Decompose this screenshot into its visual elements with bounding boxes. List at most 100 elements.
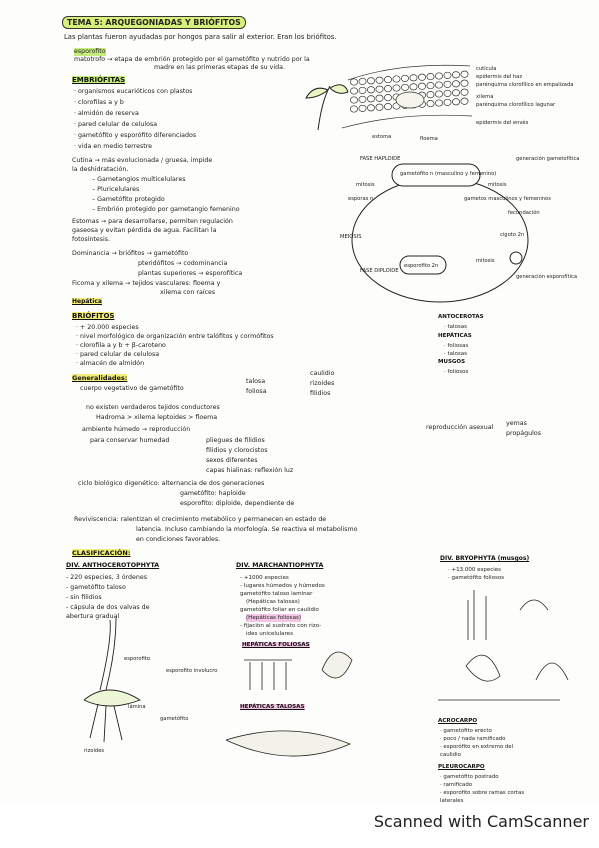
esporofito-line-2: madre en las primeras etapas de su vida. xyxy=(154,64,285,71)
leaf-cell xyxy=(375,85,384,93)
cycle-label: FASE DIPLOIDE xyxy=(360,268,399,274)
cycle-label: gametófito n (masculino y femenino) xyxy=(400,170,496,177)
pleurocarpo-heading: PLEUROCARPO xyxy=(438,764,485,770)
leaf-cell xyxy=(392,84,401,92)
dominancia-line-1: Dominancia → briófitos → gametófito xyxy=(72,250,189,257)
conservar-item: capas hialinas: reflexión luz xyxy=(206,467,294,474)
cutina-item: – Pluricelulares xyxy=(92,186,140,193)
leaf-cell xyxy=(375,103,384,111)
pleurocarpo-item: · ramificado xyxy=(440,782,473,788)
hornwort-drawing xyxy=(83,617,142,743)
div3-item: · gametófito foliosos xyxy=(448,575,505,581)
hepaticas-foliosas-heading: HEPÁTICAS FOLIOSAS xyxy=(242,642,310,648)
hepaticas-item: · foliosas xyxy=(444,343,469,349)
cycle-label: esporofito 2n xyxy=(404,263,438,269)
embriofitas-item: · almidón de reserva xyxy=(74,110,139,117)
leaf-cell xyxy=(426,91,435,99)
leaf-cell xyxy=(426,100,435,108)
hepaticas-talosas-heading: HEPÁTICAS TALOSAS xyxy=(240,704,305,710)
plant-label: esporofito involucro xyxy=(166,668,217,674)
div1-item: abertura gradual xyxy=(66,613,120,620)
plant-label: lámina xyxy=(128,703,146,710)
cutina-line-2: la deshidratación. xyxy=(72,166,129,173)
leaf-cell xyxy=(350,105,358,113)
briofitos-item: · pared celular de celulosa xyxy=(76,351,160,358)
cutina-item: – Gametangios multicelulares xyxy=(92,176,186,183)
leaf-cell xyxy=(367,77,375,85)
cross-label: parénquima clorofílico lagunar xyxy=(476,101,556,108)
leaf-cell xyxy=(426,82,435,90)
sketch-drawings: cutícula epidermis del haz parénquima cl… xyxy=(83,64,579,757)
page-title: TEMA 5: ARQUEGONIADAS Y BRIÓFITOS xyxy=(62,16,246,29)
briofitos-heading: BRIÓFITOS xyxy=(72,312,115,320)
leaf-cell xyxy=(392,75,401,83)
leaf-cell xyxy=(409,74,418,82)
cycle-label: generación esporofítica xyxy=(516,273,577,280)
hepatica-heading: Hepática xyxy=(72,298,102,305)
leaf-cell xyxy=(418,73,426,81)
div2-item: ides unicelulares xyxy=(246,631,294,637)
ficoma-line-1: Ficoma y xilema → tejidos vasculares: fl… xyxy=(72,280,221,287)
sprout-drawing xyxy=(305,84,349,131)
div-bryophyta-heading: DIV. BRYOPHYTA (musgos) xyxy=(440,555,530,562)
div-anthocerotophyta-heading: DIV. ANTHOCEROTOPHYTA xyxy=(66,562,160,569)
estomas-line-3: fotosíntesis. xyxy=(72,236,111,243)
intro-text: Las plantas fueron ayudadas por hongos p… xyxy=(64,33,337,41)
ambiente-text: ambiente húmedo → reproducción xyxy=(82,426,191,433)
leaf-cell xyxy=(350,87,358,95)
briofitos-item: · + 20.000 especies xyxy=(76,324,139,331)
plant-label: esporofito xyxy=(124,656,150,662)
conservar-item: filidios y clorocistos xyxy=(206,447,268,454)
div1-item: - gametófito taloso xyxy=(66,584,126,591)
leaf-cell xyxy=(435,81,443,89)
musgos-item: · foliosos xyxy=(444,369,469,375)
cuerpo-part: caulidio xyxy=(310,370,335,377)
cross-label: epidermis del envés xyxy=(476,119,529,126)
leaf-cell xyxy=(435,99,443,107)
cuerpo-type: talosa xyxy=(246,378,266,385)
hepaticas-item: · talosas xyxy=(444,351,468,357)
briofitos-item: · nivel morfológico de organización entr… xyxy=(76,333,274,340)
leaf-cell xyxy=(435,72,443,80)
div2-item: - lugares húmedos y húmedos xyxy=(240,583,325,589)
embriofitas-item: · pared celular de celulosa xyxy=(74,121,158,128)
life-cycle-diagram xyxy=(351,163,529,303)
cutina-item: – Gametófito protegido xyxy=(92,196,165,203)
pleurocarpo-item: laterales xyxy=(440,798,464,804)
ciclo-line-2: gametófito: haploide xyxy=(180,490,246,497)
cycle-label: MEIOSIS xyxy=(340,234,361,240)
acrocarpo-item: · poco / nada ramificado xyxy=(440,736,506,742)
cuerpo-type: foliosa xyxy=(246,388,267,395)
cycle-label: mitosis xyxy=(356,182,375,188)
ciclo-line-3: esporofito: diploide, dependiente de xyxy=(180,500,295,507)
plant-label: rizoides xyxy=(84,748,104,754)
div2-item: (Hepáticas foliosas) xyxy=(246,614,302,622)
plant-label: gametófito xyxy=(160,715,188,722)
leaf-cell xyxy=(375,76,384,84)
esporofito-line-1: matotrofo → etapa de embrión protegido p… xyxy=(74,56,310,63)
cycle-label: generación gametofítica xyxy=(516,155,579,162)
briofitos-item: · clorofila a y b + β-caroteno xyxy=(76,342,166,349)
cycle-label: mitosis xyxy=(488,182,507,188)
leaf-cell xyxy=(384,76,392,84)
pleurocarpo-item: · gametófito postrado xyxy=(440,774,499,780)
leaf-cell xyxy=(426,73,435,81)
leaf-cell xyxy=(401,83,409,91)
leaf-cell xyxy=(452,71,460,79)
cross-label: estoma xyxy=(372,134,391,140)
leaf-cell xyxy=(452,89,460,97)
leaf-cell xyxy=(358,95,367,103)
estomas-line-2: gaseosa y evitan pérdida de agua. Facili… xyxy=(72,227,217,234)
leaf-cross-section xyxy=(341,64,473,129)
moss-drawings xyxy=(438,590,569,701)
acrocarpo-heading: ACROCARPO xyxy=(438,718,478,724)
clasificacion-heading: CLASIFICACIÓN: xyxy=(72,549,131,557)
no-existen-sub: Hadroma > xilema leptoides > floema xyxy=(96,414,218,421)
leaf-cell xyxy=(358,104,367,112)
embriofitas-item: · vida en medio terrestre xyxy=(74,143,153,150)
no-existen-text: no existen verdaderos tejidos conductore… xyxy=(86,404,220,411)
leaf-cell xyxy=(367,104,375,112)
hepaticas-heading: HEPÁTICAS xyxy=(438,333,472,339)
div2-item: (Hepáticas talosas) xyxy=(246,599,300,605)
